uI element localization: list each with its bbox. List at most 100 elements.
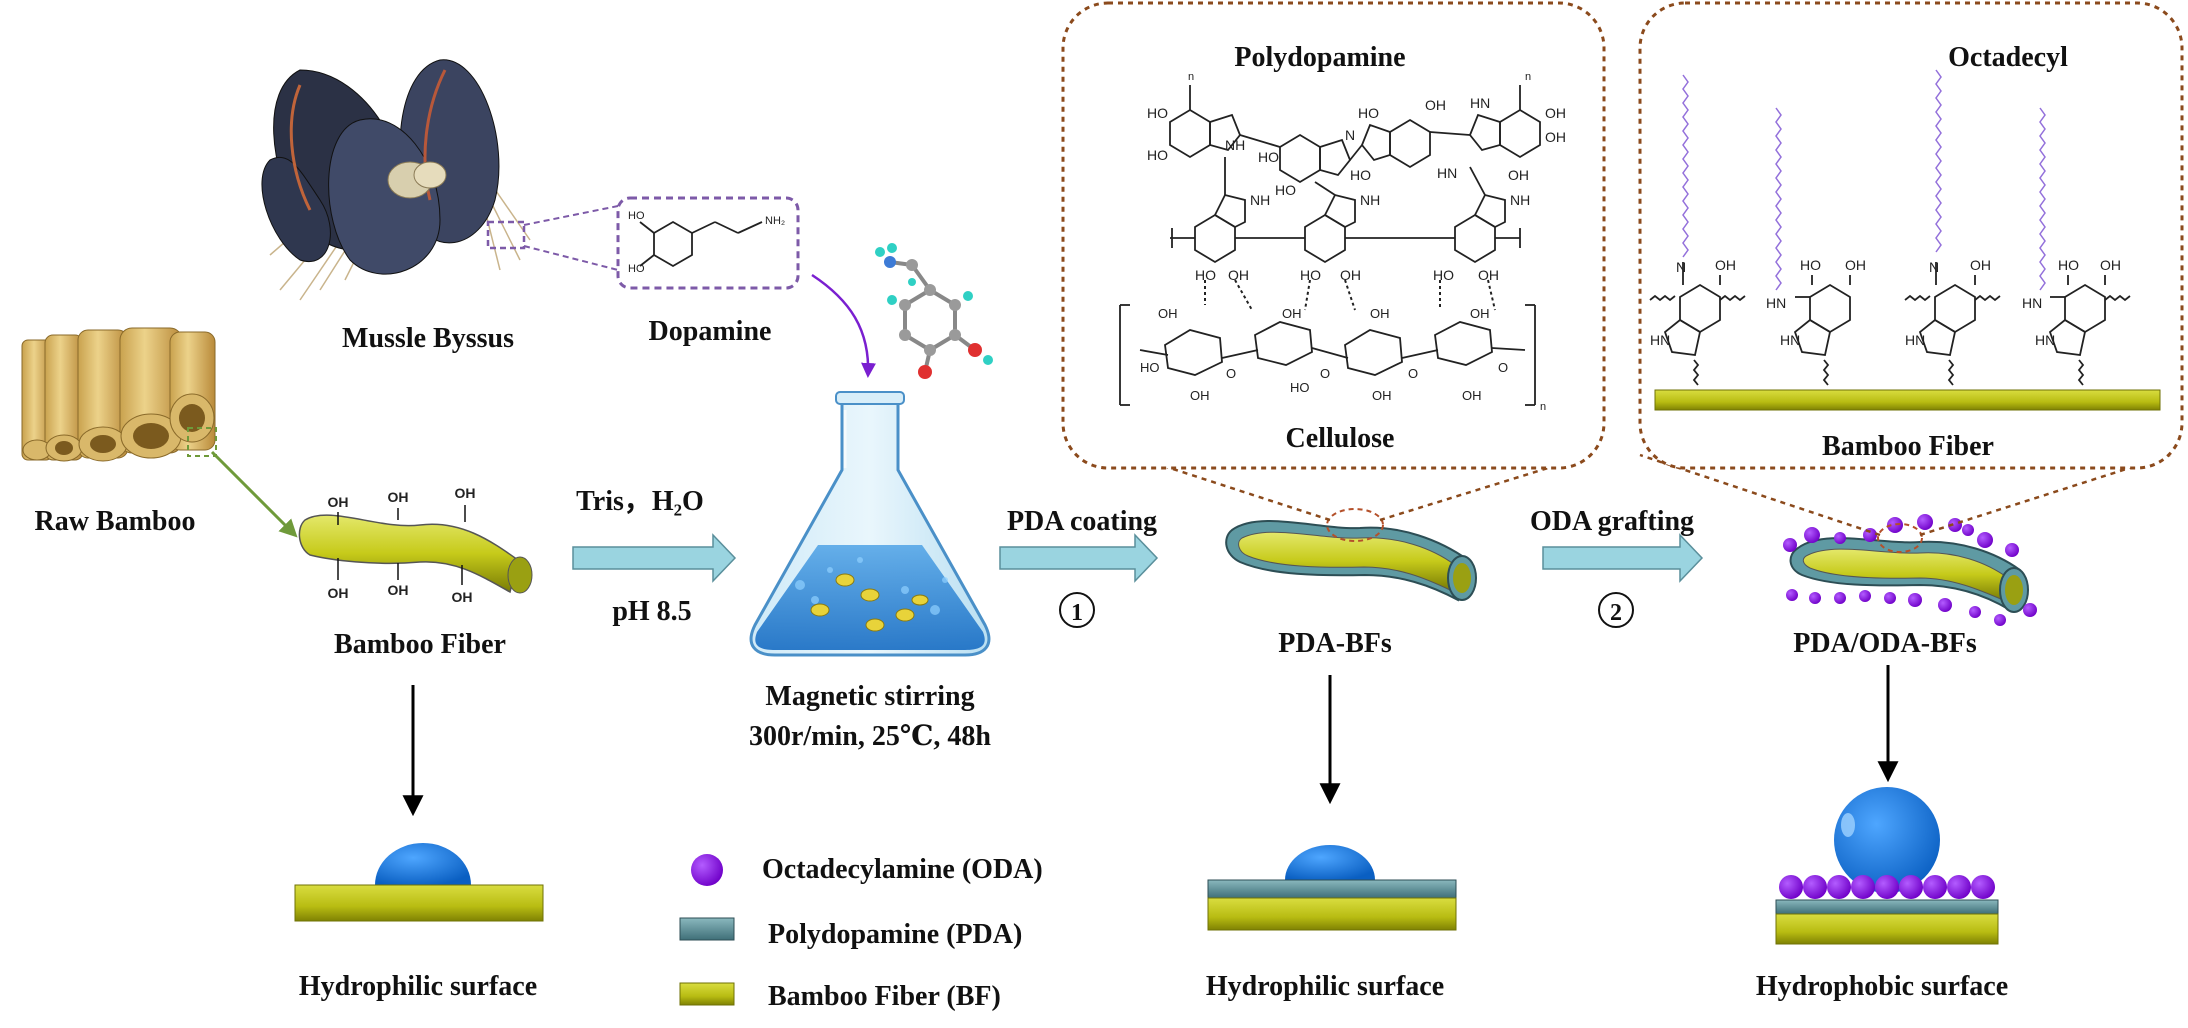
svg-text:OH: OH <box>1508 167 1529 183</box>
oda-zoom-line-left <box>1639 453 1881 537</box>
svg-text:N: N <box>1676 259 1686 275</box>
oda-grafting-arrow <box>1542 533 1704 583</box>
dopamine-to-flask-arrow <box>811 273 877 378</box>
legend: Octadecylamine (ODA) Polydopamine (PDA) … <box>679 854 1043 1012</box>
svg-text:HN: HN <box>1437 165 1457 181</box>
legend-bf-swatch <box>679 982 735 1006</box>
tris-h2o-label: Tris，H₂O <box>576 486 704 517</box>
bamboo-fiber-image <box>298 514 533 594</box>
svg-text:OH: OH <box>1545 129 1566 145</box>
raw-bamboo-label: Raw Bamboo <box>34 506 195 537</box>
svg-text:OH: OH <box>388 489 409 505</box>
step-2-circle <box>1598 592 1634 628</box>
fiber-hydroxyl-groups <box>337 505 466 585</box>
svg-text:HO: HO <box>628 210 645 222</box>
svg-text:OH: OH <box>1462 388 1482 403</box>
dopamine-label: Dopamine <box>649 316 772 347</box>
svg-text:OH: OH <box>1340 267 1361 283</box>
oda-grafting-label: ODA grafting <box>1530 506 1694 537</box>
svg-text:OH: OH <box>1970 257 1991 273</box>
polydopamine-atom-labels: HO HO NH HO HO HO N HO OH HN HN OH OH OH… <box>1140 71 1566 413</box>
svg-text:OH: OH <box>1470 306 1490 321</box>
pda-bfs-label: PDA-BFs <box>1278 628 1392 659</box>
svg-text:HN: HN <box>1470 95 1490 111</box>
ph-label: pH 8.5 <box>612 596 691 627</box>
octadecyl-chains <box>1682 69 2046 291</box>
svg-text:OH: OH <box>1425 97 1446 113</box>
svg-text:OH: OH <box>1845 257 1866 273</box>
polydopamine-inset <box>1061 1 1606 470</box>
bamboo-to-fiber-arrow <box>210 450 298 538</box>
hydrophilic-surface-1 <box>294 843 544 922</box>
svg-text:HO: HO <box>1290 380 1310 395</box>
stirring-conditions-label: 300r/min, 25℃, 48h <box>749 721 991 752</box>
raw-bamboo-image <box>21 327 216 462</box>
svg-text:NH₂: NH₂ <box>765 215 785 227</box>
svg-text:NH: NH <box>1510 192 1530 208</box>
svg-text:HO: HO <box>1147 105 1168 121</box>
magnetic-stirring-label: Magnetic stirring <box>765 681 974 712</box>
svg-text:OH: OH <box>1190 388 1210 403</box>
svg-text:HO: HO <box>628 263 645 275</box>
svg-text:HO: HO <box>1350 167 1371 183</box>
mussle-byssus-label: Mussle Byssus <box>342 323 514 354</box>
oda-zoom-circle <box>1877 523 1923 553</box>
legend-oda-swatch <box>691 854 723 886</box>
octadecyl-fiber-bar <box>1654 389 2161 411</box>
svg-text:OH: OH <box>388 582 409 598</box>
hydrophilic-surface-2 <box>1207 845 1457 931</box>
svg-text:HO: HO <box>1433 267 1454 283</box>
polydopamine-label: Polydopamine <box>1234 42 1405 73</box>
zoom-line-top <box>523 205 619 226</box>
bamboo-fiber-label: Bamboo Fiber <box>334 629 506 660</box>
step-1-number: 1 <box>1071 600 1083 626</box>
erlenmeyer-flask <box>749 391 991 657</box>
svg-text:HN: HN <box>1650 332 1670 348</box>
svg-text:OH: OH <box>1372 388 1392 403</box>
octadecyl-pda-units <box>1649 262 2131 386</box>
svg-text:HN: HN <box>1780 332 1800 348</box>
svg-text:OH: OH <box>1228 267 1249 283</box>
polydopamine-structure <box>1119 85 1541 406</box>
svg-text:HO: HO <box>1358 105 1379 121</box>
svg-text:OH: OH <box>455 485 476 501</box>
octadecyl-label: Octadecyl <box>1948 42 2068 73</box>
svg-text:NH: NH <box>1250 192 1270 208</box>
svg-text:OH: OH <box>1545 105 1566 121</box>
svg-text:HO: HO <box>1147 147 1168 163</box>
pda-coating-label: PDA coating <box>1007 506 1157 537</box>
octadecyl-atom-labels: N OH HN HO OH N OH HN HO OH HN HN HN HN <box>1650 257 2121 348</box>
svg-text:HN: HN <box>1905 332 1925 348</box>
svg-text:OH: OH <box>1370 306 1390 321</box>
svg-text:OH: OH <box>1478 267 1499 283</box>
mussel-image <box>261 59 531 301</box>
svg-text:HO: HO <box>1800 257 1821 273</box>
tris-arrow <box>572 533 737 583</box>
svg-text:n: n <box>1188 71 1194 83</box>
svg-text:HO: HO <box>1300 267 1321 283</box>
svg-text:OH: OH <box>328 494 349 510</box>
pda-oda-bf-image <box>1783 514 2037 626</box>
svg-text:HN: HN <box>2022 295 2042 311</box>
svg-text:HO: HO <box>1140 360 1160 375</box>
bamboo-zoom-box <box>187 427 217 457</box>
svg-text:N: N <box>1345 127 1355 143</box>
svg-text:OH: OH <box>1282 306 1302 321</box>
byssus-zoom-box <box>486 220 526 250</box>
svg-text:NH: NH <box>1360 192 1380 208</box>
svg-text:HO: HO <box>1195 267 1216 283</box>
hydrophobic-surface-label: Hydrophobic surface <box>1756 971 2008 1002</box>
svg-text:OH: OH <box>1158 306 1178 321</box>
cellulose-label: Cellulose <box>1286 423 1395 454</box>
svg-text:O: O <box>1320 366 1330 381</box>
step-1-circle <box>1059 592 1095 628</box>
dopamine-box <box>616 196 800 290</box>
pda-oda-bfs-label: PDA/ODA-BFs <box>1793 628 1977 659</box>
hydrophilic-surface-2-label: Hydrophilic surface <box>1206 971 1444 1002</box>
svg-text:HN: HN <box>1766 295 1786 311</box>
pda-zoom-circle <box>1326 508 1384 542</box>
pda-coating-arrow <box>999 533 1159 583</box>
svg-text:OH: OH <box>328 585 349 601</box>
svg-text:HO: HO <box>1258 149 1279 165</box>
